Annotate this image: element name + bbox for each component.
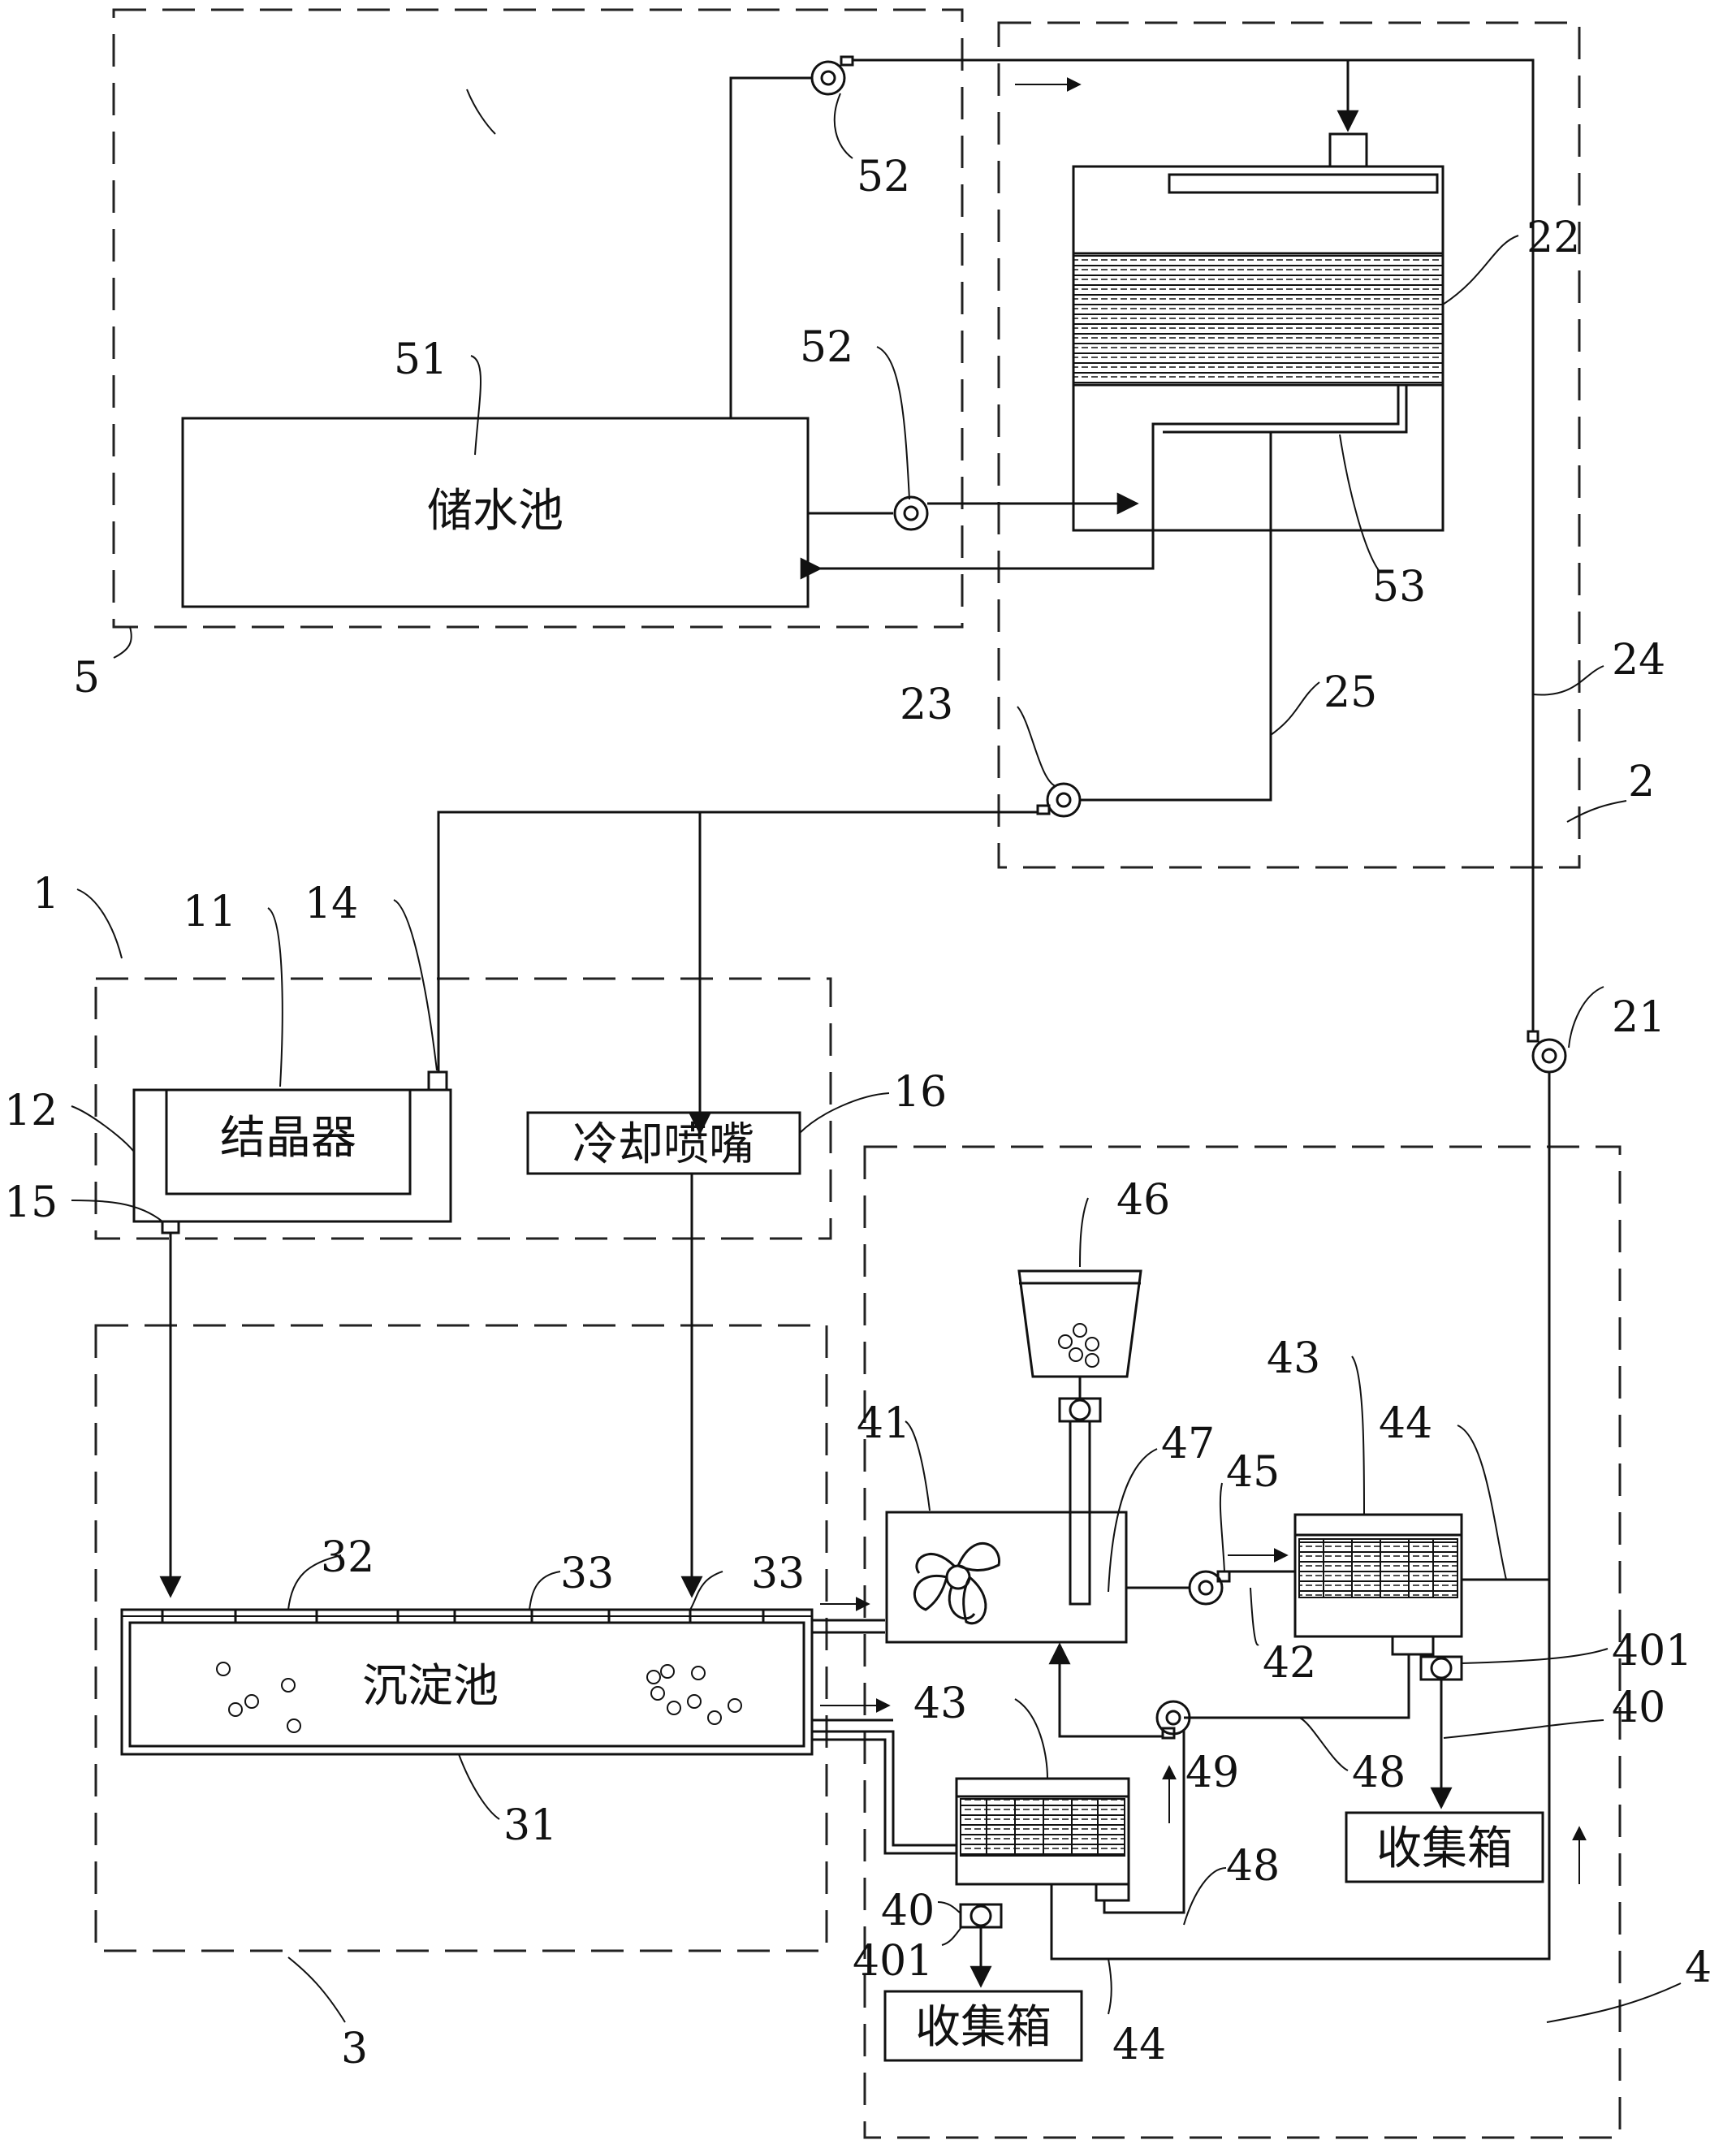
ref-number-11: 11	[183, 888, 236, 936]
pump-45	[1188, 1570, 1224, 1606]
ref-number-44: 44	[1112, 2021, 1166, 2069]
system-3-boundary	[94, 1324, 828, 1952]
separator-43-right-grid	[1298, 1538, 1458, 1598]
reservoir-label: 储水池	[427, 485, 564, 538]
ref-number-15: 15	[4, 1178, 58, 1227]
cooling-nozzle-label: 冷却喷嘴	[572, 1118, 754, 1171]
crystallizer-label: 结晶器	[220, 1112, 356, 1165]
ref-number-12: 12	[4, 1087, 58, 1135]
collection-box-left	[883, 1990, 1083, 2062]
ref-number-401: 401	[853, 1937, 933, 1986]
reference-numbers: 52 52 51 22 53 24 25 23 2 5 21 1 11 14 1…	[4, 153, 1712, 2073]
ref-number-53: 53	[1372, 563, 1426, 612]
settling-tank-inner	[128, 1621, 805, 1748]
ref-number-44: 44	[1379, 1399, 1432, 1448]
ref-number-40: 40	[881, 1887, 935, 1935]
crystallizer-box	[165, 1088, 412, 1195]
ref-number-45: 45	[1226, 1448, 1280, 1497]
ref-number-52: 52	[857, 153, 910, 201]
ref-number-4: 4	[1685, 1943, 1712, 1992]
cooling-fill-media	[1072, 252, 1445, 387]
ref-number-41: 41	[857, 1399, 910, 1448]
leader-lines	[71, 89, 1682, 2023]
ref-number-14: 14	[304, 880, 358, 928]
cooling-nozzle-box	[526, 1111, 801, 1175]
ref-number-33: 33	[560, 1550, 614, 1598]
collection-box-left-label: 收集箱	[915, 2001, 1052, 2054]
system-2-boundary	[997, 21, 1581, 869]
ref-number-32: 32	[321, 1533, 374, 1582]
ref-number-21: 21	[1612, 993, 1665, 1042]
settling-tank-label: 沉淀池	[362, 1660, 499, 1713]
system-1-boundary	[94, 977, 832, 1240]
collection-box-right-label: 收集箱	[1376, 1822, 1513, 1875]
ref-number-47: 47	[1161, 1420, 1215, 1468]
pump-21	[1531, 1038, 1567, 1074]
ref-number-1: 1	[32, 870, 59, 919]
system-4-boundary	[863, 1145, 1622, 2139]
pump-23	[1046, 782, 1082, 818]
ref-number-5: 5	[73, 654, 100, 703]
fan-unit-box	[885, 1511, 1128, 1644]
ref-number-16: 16	[893, 1068, 947, 1117]
crystal-particles	[216, 1662, 742, 1733]
ref-number-33: 33	[751, 1550, 805, 1598]
pump-52-top	[810, 60, 846, 96]
ref-number-51: 51	[394, 335, 447, 384]
pump-52-middle	[893, 495, 929, 531]
ref-number-40: 40	[1612, 1684, 1665, 1732]
collection-box-right	[1345, 1811, 1544, 1883]
settling-tank-dividers	[161, 1610, 765, 1623]
ref-number-49: 49	[1185, 1749, 1239, 1797]
ref-number-31: 31	[503, 1801, 557, 1850]
ref-number-48: 48	[1226, 1842, 1280, 1891]
ref-number-43: 43	[1267, 1334, 1320, 1383]
fan-icon	[913, 1541, 1000, 1625]
hopper-46	[1017, 1269, 1142, 1378]
ref-number-401: 401	[1612, 1627, 1692, 1675]
ref-number-46: 46	[1116, 1176, 1170, 1225]
ref-number-2: 2	[1628, 758, 1655, 806]
ref-number-24: 24	[1612, 636, 1665, 685]
ref-number-48: 48	[1352, 1749, 1406, 1797]
ref-number-3: 3	[341, 2025, 368, 2073]
ref-number-25: 25	[1324, 668, 1377, 717]
ref-number-42: 42	[1263, 1639, 1316, 1688]
ref-number-43: 43	[913, 1680, 967, 1728]
ref-number-22: 22	[1527, 214, 1580, 262]
settling-tank-outer	[120, 1608, 814, 1756]
ref-number-52: 52	[800, 323, 853, 372]
ref-number-23: 23	[900, 681, 953, 729]
